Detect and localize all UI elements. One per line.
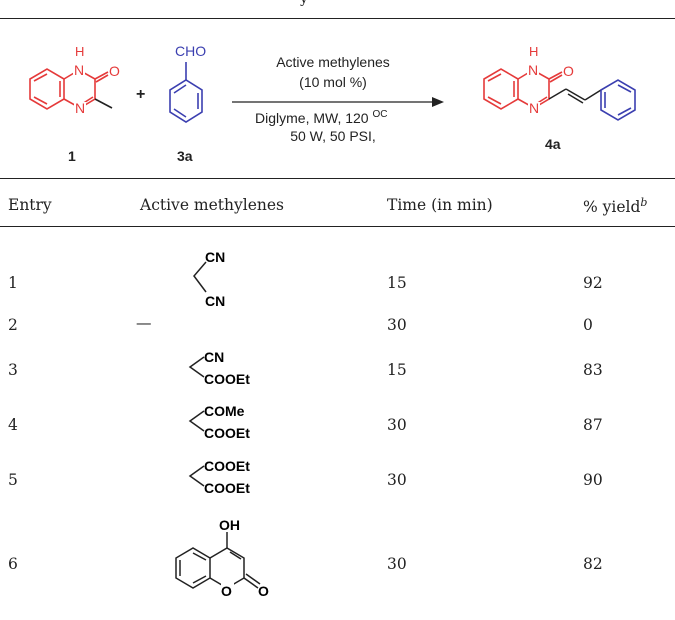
row-6-hydroxycoumarin-structure: OH O O [175, 517, 269, 599]
aldehyde-group: CHO [175, 43, 206, 59]
atom-n-4a-b: N [529, 100, 539, 116]
row-4-yield: 87 [583, 416, 603, 434]
row-1-entry: 1 [8, 274, 18, 292]
row-4-time: 30 [387, 416, 407, 434]
col-header-yield: % yieldb [583, 196, 648, 217]
col-header-time: Time (in min) [387, 196, 493, 214]
row-3-group-1: CN [204, 349, 224, 365]
row-6-ring-oxygen: O [221, 583, 232, 599]
row-4-acetoacetate-structure: COMe COOEt [188, 403, 250, 441]
row-4-entry: 4 [8, 416, 18, 434]
condition-line-4: 50 W, 50 PSI, [290, 128, 376, 144]
row-1-time: 15 [387, 274, 407, 292]
row-5-entry: 5 [8, 471, 18, 489]
reactant-1-label: 1 [68, 148, 76, 164]
atom-n-1b: N [75, 100, 85, 116]
product-4a-structure [483, 68, 563, 110]
row-2-time: 30 [387, 316, 407, 334]
reactant-3a-label: 3a [177, 148, 193, 164]
atom-o-1: O [109, 63, 120, 79]
header-top-rule [0, 178, 675, 179]
header-bottom-rule [0, 226, 675, 227]
col-header-entry: Entry [8, 196, 52, 214]
row-1-yield: 92 [583, 274, 603, 292]
row-3-yield: 83 [583, 361, 603, 379]
row-2-yield: 0 [583, 316, 593, 334]
atom-n-1a: N [74, 62, 84, 78]
row-4-group-2: COOEt [204, 425, 250, 441]
row-3-group-2: COOEt [204, 371, 250, 387]
row-2-reagent-none: — [136, 314, 152, 332]
row-1-group-2: CN [205, 293, 225, 309]
condition-line-2: (10 mol %) [299, 74, 367, 90]
row-5-yield: 90 [583, 471, 603, 489]
atom-n-4a-a: N [528, 62, 538, 78]
condition-line-1: Active methylenes [276, 54, 390, 70]
plus-sign: + [136, 86, 145, 103]
row-1-group-1: CN [205, 249, 225, 265]
row-6-time: 30 [387, 555, 407, 573]
reactant-1-structure [29, 68, 113, 110]
atom-o-4a: O [563, 63, 574, 79]
reactant-3a-structure [169, 62, 203, 123]
row-5-time: 30 [387, 471, 407, 489]
atom-h-4a: H [529, 44, 538, 59]
row-4-group-1: COMe [204, 403, 245, 419]
row-6-group-oh: OH [219, 517, 240, 533]
header-fragment: y [300, 0, 308, 7]
row-3-time: 15 [387, 361, 407, 379]
row-1-malononitrile-structure: CN CN [193, 249, 225, 309]
row-6-carbonyl-oxygen: O [258, 583, 269, 599]
reaction-scheme: H N N O 1 + CHO 3a Active methylenes (10… [29, 43, 636, 164]
row-6-entry: 6 [8, 555, 18, 573]
product-4a-label: 4a [545, 136, 561, 152]
row-3-cyanoacetate-structure: CN COOEt [188, 349, 250, 387]
row-5-malonate-structure: COOEt COOEt [188, 458, 250, 496]
row-2-entry: 2 [8, 316, 18, 334]
top-rule [0, 18, 675, 19]
row-5-group-2: COOEt [204, 480, 250, 496]
condition-line-3: Diglyme, MW, 120 OC [255, 109, 387, 126]
row-3-entry: 3 [8, 361, 18, 379]
col-header-reagent: Active methylenes [140, 196, 284, 214]
atom-h-1: H [75, 44, 84, 59]
row-6-yield: 82 [583, 555, 603, 573]
row-5-group-1: COOEt [204, 458, 250, 474]
